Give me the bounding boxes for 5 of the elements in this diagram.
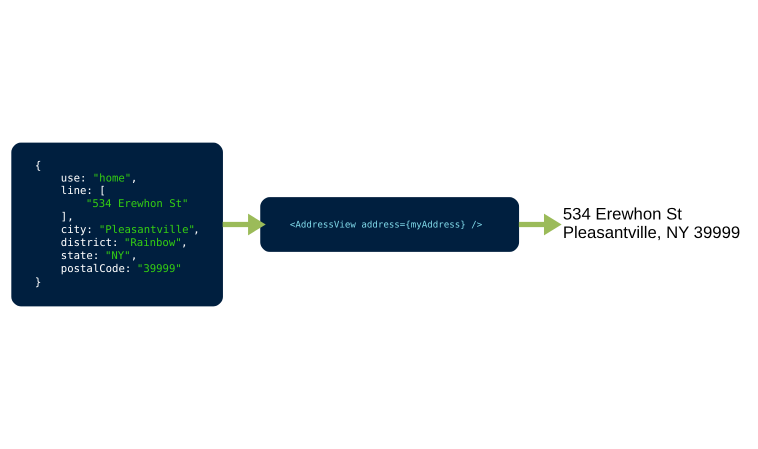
arrow	[518, 214, 562, 236]
node-box: <AddressView address={myAddress} />	[260, 197, 520, 252]
arrow	[222, 214, 266, 236]
node-box: { use: "home", line: [ "534 Erewhon St" ], city: "Pleasantville", district: "Rainbow", state: "NY", postalCode: "39999" }	[11, 142, 223, 306]
node-text: 534 Erewhon St Pleasantville, NY 39999	[562, 204, 740, 242]
